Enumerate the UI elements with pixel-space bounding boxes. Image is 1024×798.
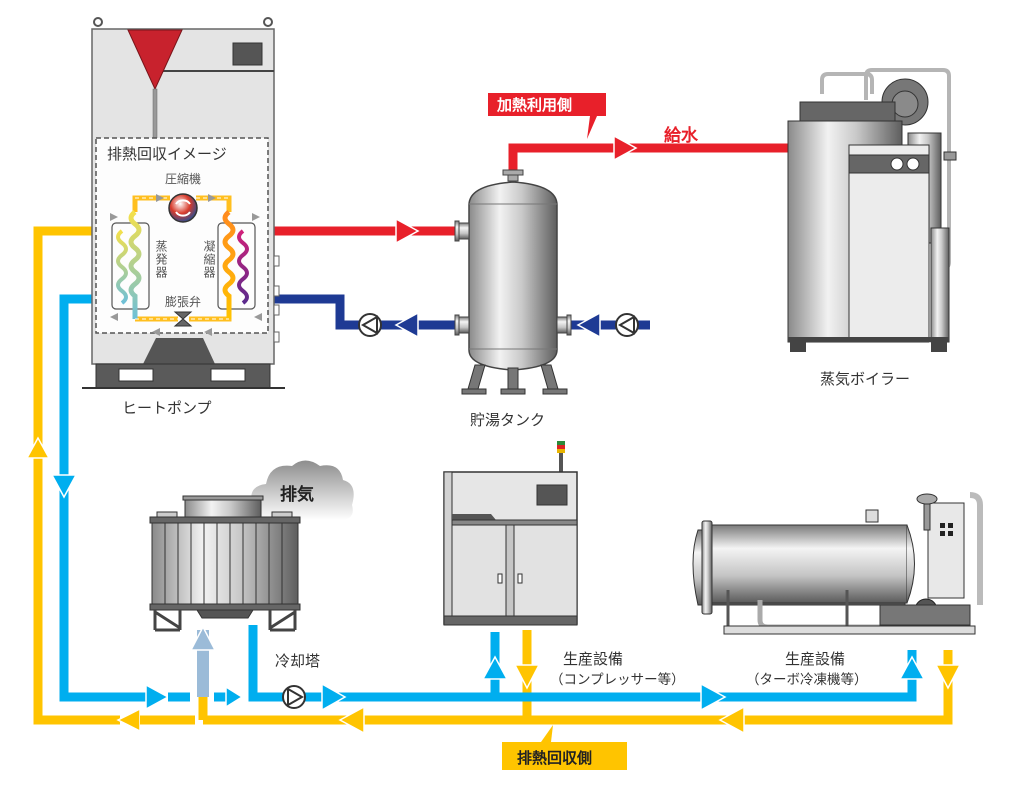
red-arrow-right-2 (613, 134, 638, 162)
expansion-valve-icon (173, 311, 193, 327)
production-chiller-sublabel: （ターボ冷凍機等） (746, 672, 868, 688)
cooling-water-pipes (50, 294, 926, 712)
heat-recovery-pipes (25, 226, 962, 735)
red-triangle-logo (127, 29, 183, 91)
production-compressor-label: 生産設備 (563, 650, 624, 668)
yellow-arrow-left-3 (718, 705, 745, 735)
water-supply-label: 給水 (664, 126, 698, 146)
heating-side-callout-box (488, 93, 606, 139)
storage-tank-label: 貯湯タンク (470, 411, 546, 429)
compressor-label: 圧縮機 (165, 172, 202, 186)
cyan-arrow-right-1 (145, 683, 170, 711)
cooling-tower-label: 冷却塔 (275, 652, 321, 670)
cyan-arrow-right-3 (321, 682, 347, 712)
evaporator-label: 蒸発器 (154, 240, 168, 279)
heat-pump-unit (82, 17, 285, 389)
heating-side-callout: 加熱利用側 (497, 96, 573, 114)
yellow-arrow-up (25, 436, 51, 459)
cyan-arrow-up-compressor (481, 655, 509, 680)
yellow-arrow-left-1 (116, 707, 141, 733)
pump-icon-supply (615, 313, 639, 337)
steam-boiler-label: 蒸気ボイラー (820, 370, 911, 388)
cyan-arrow-up-chiller (898, 655, 926, 680)
compressor-cabinet-unit (443, 441, 578, 626)
yellow-arrow-left-2 (338, 705, 365, 735)
pump-icon-return (358, 313, 382, 337)
heat-recovery-image-title: 排熱回収イメージ (107, 145, 227, 163)
storage-tank-unit (454, 169, 572, 395)
yellow-arrow-down-compressor (513, 664, 541, 690)
cyan-arrow-down (50, 474, 78, 499)
callout-shapes (488, 93, 627, 770)
heat-recovery-callout: 排熱回収側 (517, 749, 593, 767)
red-pipe-tank-to-boiler (508, 143, 790, 175)
red-arrow-right-1 (395, 217, 420, 245)
cyan-arrow-right-2 (225, 685, 244, 709)
return-arrow-up (189, 625, 217, 651)
pump-icon-cooling (282, 685, 306, 709)
navy-arrow-left-1 (394, 311, 419, 339)
production-compressor-sublabel: （コンプレッサー等） (550, 672, 685, 688)
heat-pump-label: ヒートポンプ (122, 399, 212, 417)
heat-recovery-callout-box (502, 742, 627, 770)
cyan-arrow-right-4 (700, 682, 727, 712)
production-chiller-label: 生産設備 (785, 650, 846, 668)
steam-boiler-unit (787, 68, 957, 352)
turbo-chiller-unit (692, 492, 983, 635)
yellow-pipe-left-loop (33, 226, 120, 725)
expansion-valve-label: 膨張弁 (165, 295, 202, 309)
condenser-label: 凝縮器 (202, 240, 216, 279)
exhaust-cloud (251, 460, 354, 520)
navy-arrow-left-2 (576, 311, 601, 339)
yellow-arrow-down-chiller (934, 664, 962, 690)
exhaust-label: 排気 (280, 485, 314, 505)
compressor-icon (168, 193, 198, 223)
heat-recovery-callout-tail (541, 725, 553, 742)
cooling-tower-unit (149, 460, 354, 632)
heating-side-pipes (270, 134, 790, 339)
